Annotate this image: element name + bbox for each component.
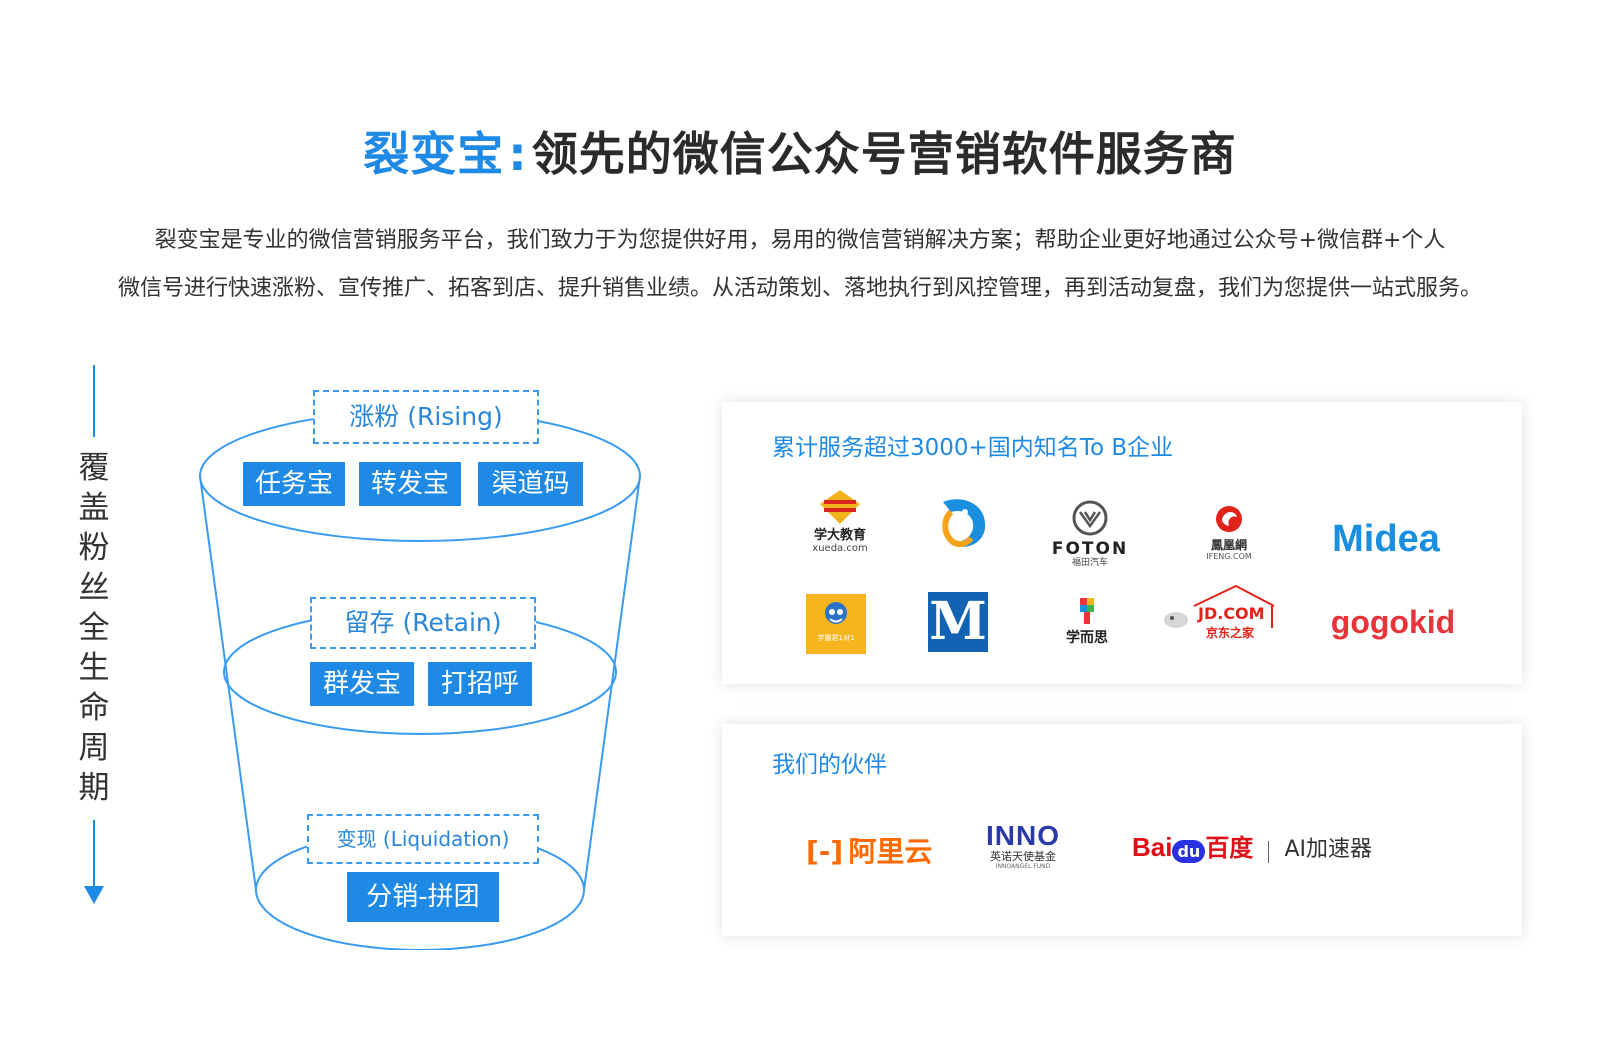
ifeng-name: 鳳凰網 — [1210, 538, 1247, 552]
logo-m: M — [928, 592, 988, 652]
xueda-mark-icon — [820, 490, 860, 524]
innoangel-tiny: INNOANGEL FUND — [995, 863, 1051, 870]
intro-line-1: 裂变宝是专业的微信营销服务平台，我们致力于为您提供好用，易用的微信营销解决方案；… — [154, 228, 1446, 253]
aliyun-mark-icon: [-] — [806, 835, 844, 868]
baidu-sub: AI加速器 — [1284, 837, 1373, 862]
ifeng-sub: IFENG.COM — [1206, 552, 1252, 561]
foton-sub: 福田汽车 — [1071, 558, 1108, 568]
logo-gogokid: gogokid — [1328, 604, 1458, 640]
axis-line-bottom — [93, 820, 95, 890]
logo-xueersi: 学而思 — [1052, 596, 1122, 646]
lifecycle-axis-label: 覆盖粉丝全生命周期 — [78, 450, 110, 806]
stage-rising-label: 涨粉 (Rising) — [313, 390, 539, 444]
intro-line-2: 微信号进行快速涨粉、宣传推广、拓客到店、提升销售业绩。从活动策划、落地执行到风控… — [117, 276, 1482, 301]
xueersi-name: 学而思 — [1066, 630, 1108, 646]
logo-foton: FOTON 福田汽车 — [1046, 500, 1134, 568]
jd-house-icon — [1164, 584, 1275, 628]
page-title: 裂变宝:领先的微信公众号营销软件服务商 — [0, 118, 1600, 184]
foton-mark-icon — [1072, 500, 1108, 536]
logo-jd: JD.COM 京东之家 — [1160, 582, 1278, 644]
partners-heading: 我们的伙伴 — [772, 752, 887, 778]
jd-sub: 京东之家 — [1206, 626, 1255, 640]
baidu-bai: Bai — [1132, 832, 1173, 862]
logo-ifeng: 鳳凰網 IFENG.COM — [1193, 504, 1265, 562]
funnel-left-edge — [199, 475, 257, 891]
logo-aliyun: [-] 阿里云 — [806, 830, 932, 870]
jd-name: JD.COM — [1198, 604, 1265, 623]
tool-qunfabao[interactable]: 群发宝 — [310, 662, 414, 706]
funnel-right-edge — [583, 475, 641, 891]
tool-renwubao[interactable]: 任务宝 — [243, 462, 345, 506]
clients-heading: 累计服务超过3000+国内知名To B企业 — [772, 435, 1174, 461]
ifeng-mark-icon — [1216, 506, 1242, 532]
aliyun-name: 阿里云 — [848, 835, 933, 868]
baidu-paw-icon: du — [1172, 840, 1206, 863]
axis-line-top — [93, 365, 95, 437]
m-letter: M — [929, 591, 987, 652]
brand-name: 裂变宝 — [363, 127, 505, 181]
foton-name: FOTON — [1051, 539, 1129, 559]
innoangel-name: INNO — [986, 820, 1060, 851]
stage-retain-label: 留存 (Retain) — [310, 597, 536, 649]
baidu-cn: 百度 — [1205, 834, 1254, 862]
down-arrow-icon — [84, 886, 104, 904]
xueda-sub: xueda.com — [812, 543, 868, 554]
logo-xueba: 学霸君1对1 — [806, 594, 866, 654]
stage-liquidation-label: 变现 (Liquidation) — [307, 814, 539, 864]
title-separator: : — [508, 127, 528, 181]
logo-ctrip — [928, 494, 994, 554]
logo-xueda: 学大教育 xueda.com — [798, 490, 882, 555]
tagline: 领先的微信公众号营销软件服务商 — [531, 127, 1237, 181]
innoangel-sub: 英诺天使基金 — [990, 850, 1056, 863]
gogokid-name: gogokid — [1330, 604, 1456, 640]
xueda-name: 学大教育 — [813, 528, 866, 543]
tool-fenxiao-pintuan[interactable]: 分销-拼团 — [347, 872, 499, 922]
baidu-divider — [1268, 840, 1270, 863]
tool-dazhaohu[interactable]: 打招呼 — [428, 662, 532, 706]
dolphin-icon — [942, 499, 986, 548]
midea-name: Midea — [1332, 518, 1440, 560]
partners-card — [722, 724, 1522, 936]
logo-innoangel: INNO 英诺天使基金 INNOANGEL FUND — [978, 822, 1068, 871]
logo-midea: Midea — [1316, 518, 1456, 560]
xueba-name: 学霸君1对1 — [817, 634, 855, 642]
tool-qudaoma[interactable]: 渠道码 — [478, 462, 583, 506]
tool-zhuanfabao[interactable]: 转发宝 — [359, 462, 461, 506]
xueba-mascot-icon — [825, 602, 847, 624]
xueersi-mark-icon — [1080, 598, 1094, 624]
